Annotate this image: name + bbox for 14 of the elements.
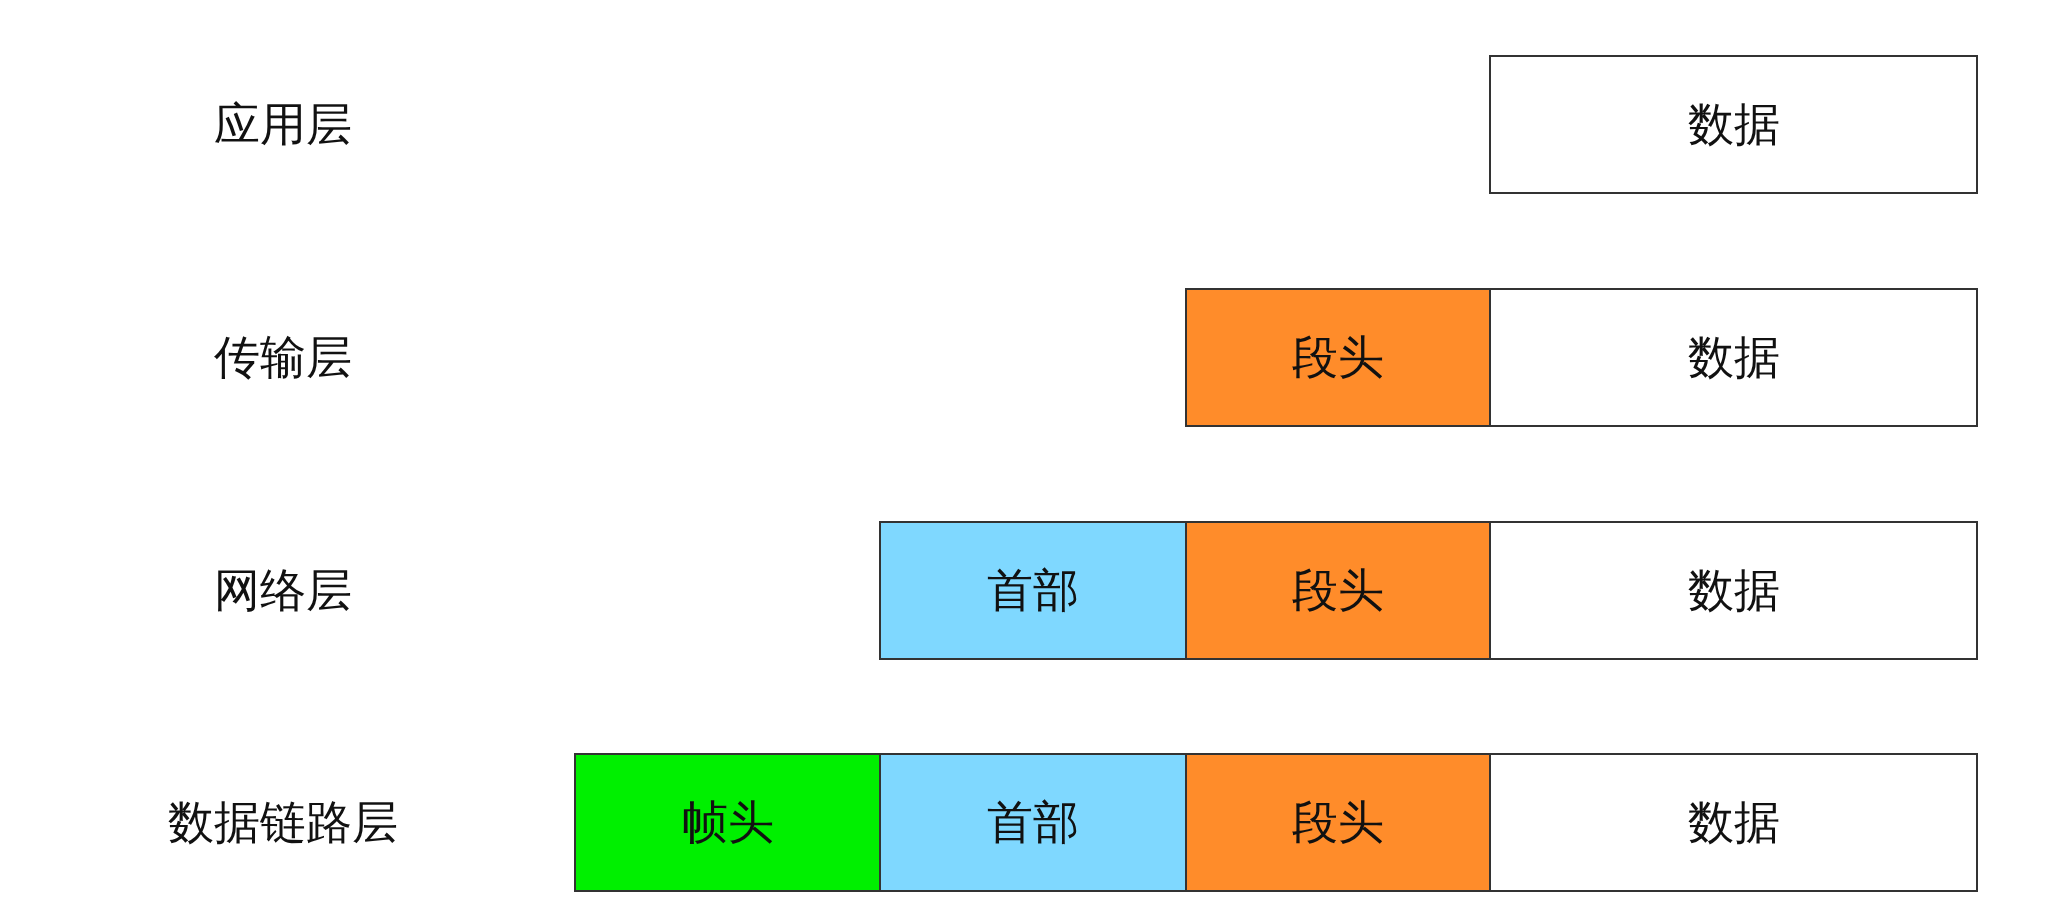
ip-header-cell: 首部 [879, 753, 1187, 892]
ip-header-cell: 首部 [879, 521, 1187, 660]
segment-header-cell: 段头 [1185, 288, 1491, 427]
data-cell: 数据 [1489, 521, 1978, 660]
layer-label: 传输层 [214, 328, 352, 386]
data-cell: 数据 [1489, 55, 1978, 194]
layer-label: 网络层 [214, 561, 352, 619]
frame-header-cell: 帧头 [574, 753, 881, 892]
segment-header-cell: 段头 [1185, 753, 1491, 892]
layer-label: 应用层 [214, 95, 352, 153]
data-cell: 数据 [1489, 288, 1978, 427]
data-cell: 数据 [1489, 753, 1978, 892]
layer-label: 数据链路层 [168, 793, 398, 851]
segment-header-cell: 段头 [1185, 521, 1491, 660]
